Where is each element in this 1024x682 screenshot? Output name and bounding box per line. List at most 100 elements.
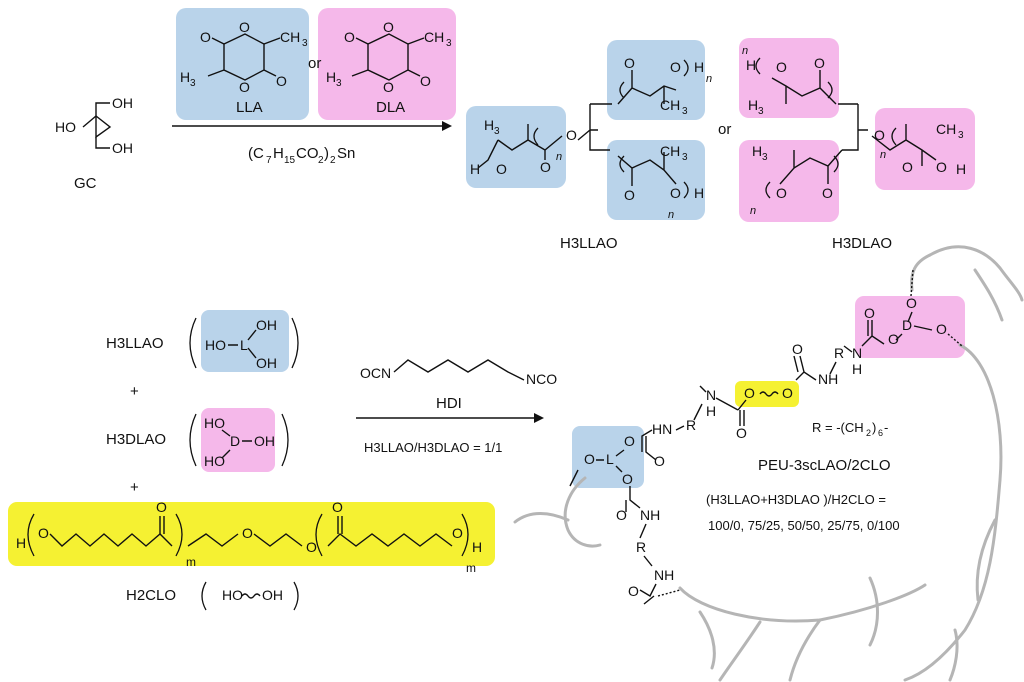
dla-h3c: H bbox=[326, 69, 336, 85]
svg-text:): ) bbox=[324, 145, 329, 162]
dla-o-bottom: O bbox=[420, 73, 431, 89]
plus-2: + bbox=[130, 479, 139, 496]
svg-text:O: O bbox=[888, 331, 899, 347]
svg-text:O: O bbox=[864, 305, 875, 321]
svg-text:O: O bbox=[670, 185, 681, 201]
lla-o-ring1: O bbox=[239, 19, 250, 35]
svg-text:O: O bbox=[624, 433, 635, 449]
svg-text:O: O bbox=[452, 525, 463, 541]
dla-ch3: CH bbox=[424, 29, 444, 45]
top-reaction-arrow bbox=[172, 121, 452, 131]
svg-text:NH: NH bbox=[640, 507, 660, 523]
svg-text:n: n bbox=[668, 209, 674, 221]
svg-text:3: 3 bbox=[494, 126, 500, 137]
svg-text:H: H bbox=[273, 145, 284, 162]
h3llao-left-h: H bbox=[470, 161, 480, 177]
h3llao-left-h3c: H bbox=[484, 117, 494, 133]
svg-text:-: - bbox=[884, 420, 888, 435]
product-ratio-line1: (H3LLAO+H3DLAO )/H2CLO = bbox=[706, 492, 886, 507]
hdi-ocn: OCN bbox=[360, 365, 391, 381]
lla-h3c: H bbox=[180, 69, 190, 85]
monomer-or: or bbox=[308, 55, 321, 72]
svg-text:3: 3 bbox=[682, 152, 688, 163]
hdi-reagent: OCN NCO HDI H3LLAO/H3DLAO = 1/1 bbox=[356, 359, 557, 455]
lla-o-top: O bbox=[200, 29, 211, 45]
svg-text:3: 3 bbox=[302, 38, 308, 49]
svg-text:O: O bbox=[670, 59, 681, 75]
svg-text:n: n bbox=[880, 149, 886, 161]
svg-text:O: O bbox=[624, 187, 635, 203]
svg-text:3: 3 bbox=[762, 152, 768, 163]
lla-o-ring2: O bbox=[239, 79, 250, 95]
svg-text:O: O bbox=[744, 385, 755, 401]
h3dlao-label: H3DLAO bbox=[832, 235, 892, 252]
dla-o-ring1: O bbox=[383, 19, 394, 35]
polymer-network-lines bbox=[513, 245, 1024, 682]
h2clo-m2: m bbox=[466, 561, 476, 575]
highlight-boxes bbox=[8, 8, 975, 566]
dla-o-top: O bbox=[344, 29, 355, 45]
lla-box bbox=[176, 8, 309, 120]
svg-text:R: R bbox=[834, 345, 844, 361]
svg-text:O: O bbox=[936, 159, 947, 175]
svg-text:n: n bbox=[706, 73, 712, 85]
h2clo-schematic-ho: HO bbox=[222, 587, 243, 603]
svg-text:O: O bbox=[776, 185, 787, 201]
svg-text:O: O bbox=[156, 499, 167, 515]
svg-text:(C: (C bbox=[248, 145, 264, 162]
h3dlao-right-ch3: CH bbox=[936, 121, 956, 137]
svg-text:): ) bbox=[872, 420, 876, 435]
svg-text:O: O bbox=[736, 425, 747, 441]
gc-oh-top: OH bbox=[112, 95, 133, 111]
h2clo-h-left: H bbox=[16, 535, 26, 551]
h3llao-structure: H 3 CH O O H O n O O H CH 3 n O O H CH 3… bbox=[470, 55, 712, 252]
product-l-box bbox=[572, 426, 644, 488]
svg-text:O: O bbox=[822, 185, 833, 201]
svg-text:O: O bbox=[874, 127, 885, 143]
svg-text:O: O bbox=[540, 159, 551, 175]
h3dlao-top-h: H bbox=[746, 57, 756, 73]
svg-text:O: O bbox=[902, 159, 913, 175]
svg-text:2: 2 bbox=[330, 155, 336, 166]
svg-text:O: O bbox=[584, 451, 595, 467]
hdi-nco: NCO bbox=[526, 371, 557, 387]
svg-text:N: N bbox=[706, 387, 716, 403]
svg-text:3: 3 bbox=[336, 78, 342, 89]
svg-text:NH: NH bbox=[818, 371, 838, 387]
dla-structure: O O O O CH 3 H 3 DLA bbox=[326, 19, 452, 116]
h3dlao-bottom-h3c: H bbox=[752, 143, 762, 159]
svg-text:n: n bbox=[742, 45, 748, 57]
h3llao-top-ch3: CH bbox=[660, 97, 680, 113]
svg-text:7: 7 bbox=[266, 155, 272, 166]
h2clo-label: H2CLO bbox=[126, 587, 176, 604]
catalyst-label: (C 7 H 15 CO 2 ) 2 Sn bbox=[248, 145, 355, 166]
svg-text:Sn: Sn bbox=[337, 145, 355, 162]
product-ratio-line2: 100/0, 75/25, 50/50, 25/75, 0/100 bbox=[708, 518, 900, 533]
h3dlao-top-h3c: H bbox=[748, 97, 758, 113]
svg-text:3: 3 bbox=[758, 106, 764, 117]
d-schematic-box bbox=[201, 408, 275, 472]
svg-text:NH: NH bbox=[654, 567, 674, 583]
svg-text:O: O bbox=[792, 341, 803, 357]
svg-text:O: O bbox=[332, 499, 343, 515]
svg-text:O: O bbox=[936, 321, 947, 337]
svg-text:O: O bbox=[654, 453, 665, 469]
svg-text:O: O bbox=[242, 525, 253, 541]
dla-label: DLA bbox=[376, 99, 405, 116]
svg-text:O: O bbox=[624, 55, 635, 71]
h3dlao-box-right bbox=[875, 108, 975, 190]
d-ho2: HO bbox=[204, 453, 225, 469]
dla-box bbox=[318, 8, 456, 120]
h3llao-bottom-ch3: CH bbox=[660, 143, 680, 159]
gc-oh-bottom: OH bbox=[112, 140, 133, 156]
l-schematic-box bbox=[201, 310, 289, 372]
h2clo-box bbox=[8, 502, 495, 566]
gc-ho-left: HO bbox=[55, 119, 76, 135]
svg-text:N: N bbox=[852, 345, 862, 361]
h3dlao-structure: O O H H 3 n O O H H 3 n O O O H CH 3 n H… bbox=[742, 45, 966, 252]
product-yellow-box bbox=[735, 381, 799, 407]
h3dlao-right-h: H bbox=[956, 161, 966, 177]
svg-text:3: 3 bbox=[958, 130, 964, 141]
l-letter: L bbox=[240, 337, 248, 353]
